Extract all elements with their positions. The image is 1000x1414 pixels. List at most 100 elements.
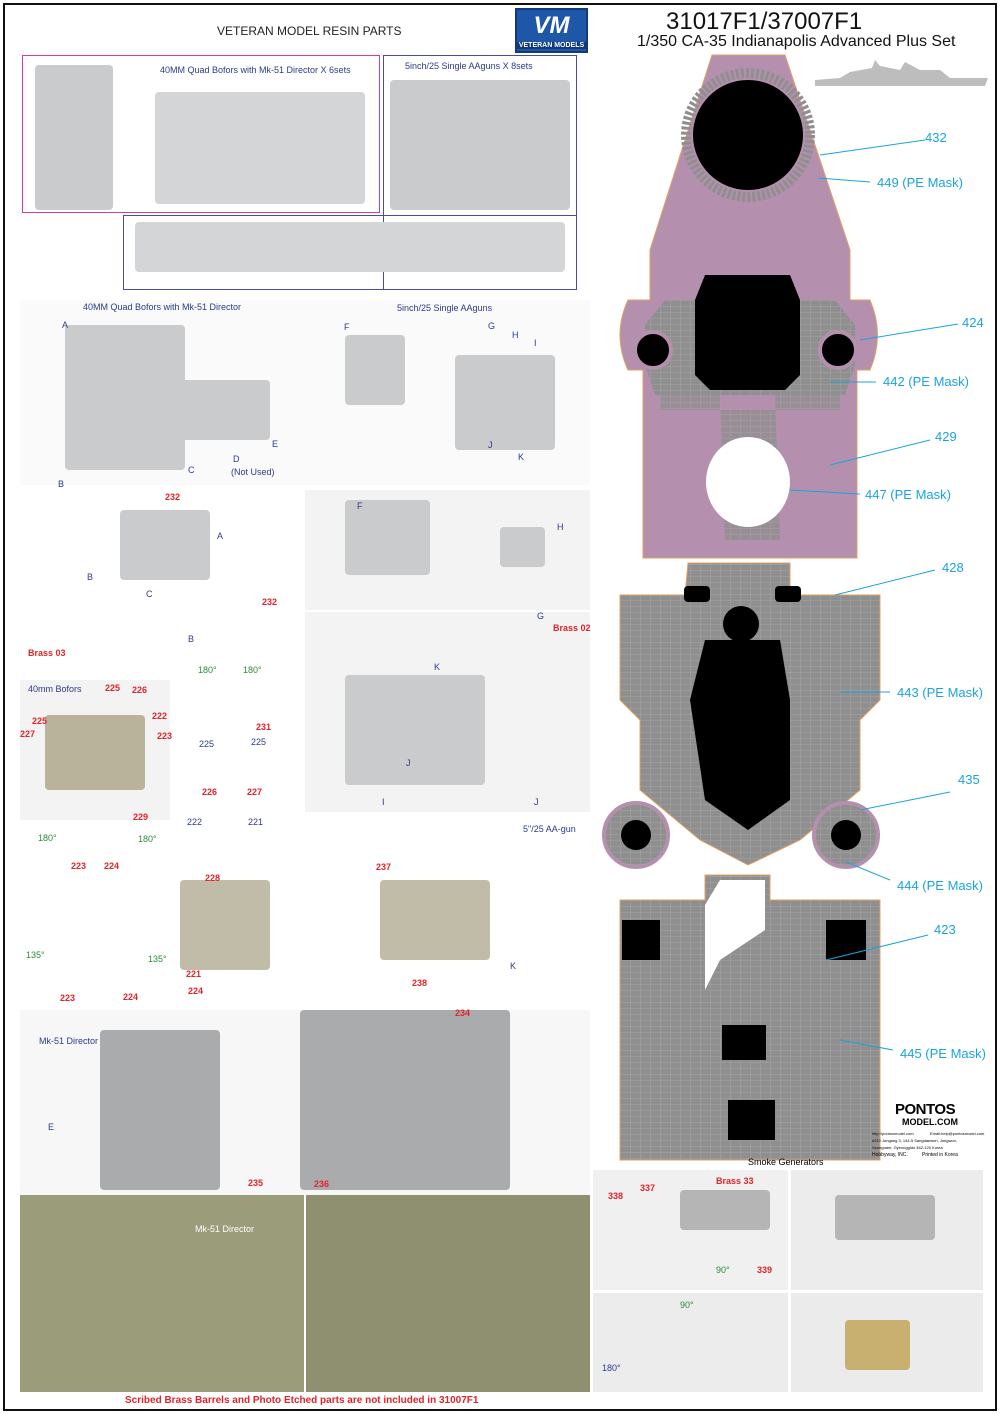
product-name: 1/350 CA-35 Indianapolis Advanced Plus S… [637, 33, 956, 50]
callout-label: 180° [138, 834, 157, 844]
callout-label: 135° [148, 954, 167, 964]
aagun-part-f-photo [345, 335, 405, 405]
resin-bofors-bases-photo [35, 65, 113, 210]
callout-label: 227 [20, 729, 36, 739]
bofors-final-photo [180, 880, 270, 970]
deck-part-423 [619, 874, 881, 1161]
bofors-resin-box [22, 55, 380, 213]
deck-part-label: 424 [962, 315, 984, 330]
aagun-base-photo [455, 355, 555, 450]
callout-label: J [488, 440, 493, 450]
callout-label: B [58, 479, 65, 489]
product-code: 31017F1/37007F1 [666, 8, 863, 35]
aagun-h-photo [500, 527, 545, 567]
deck-part-label: 442 (PE Mask) [883, 374, 969, 389]
callout-label: H [512, 330, 519, 340]
not-used-note: (Not Used) [231, 467, 275, 477]
callout-label: A [62, 320, 69, 330]
callout-label: 228 [205, 873, 221, 883]
callout-label: Brass 33 [716, 1176, 754, 1186]
deck-part-432 [619, 54, 878, 559]
pontos-address2: Seongnam, Gyeonggido 462-120 Korea [872, 1145, 943, 1150]
mk51-set-photo [300, 1010, 510, 1190]
resin-bofors-parts-photo [155, 92, 365, 204]
callout-label: 225 [105, 683, 121, 693]
callout-label: 226 [202, 787, 218, 797]
callout-label: 338 [608, 1191, 624, 1201]
callout-label: C [146, 589, 153, 599]
callout-label: 221 [186, 969, 202, 979]
callout-label: A [217, 531, 224, 541]
callout-label: 225 [32, 716, 48, 726]
deck-part-label: 445 (PE Mask) [900, 1046, 986, 1061]
callout-label: K [518, 452, 525, 462]
callout-label: 180° [243, 665, 262, 675]
smoke-gen-brass-photo [845, 1320, 910, 1370]
callout-label: 180° [38, 833, 57, 843]
callout-label: E [272, 439, 279, 449]
callout-label: 223 [71, 861, 87, 871]
built-model-photo-2 [306, 1195, 590, 1392]
smoke-gen-photo [680, 1190, 770, 1230]
parts-aaguns-title: 5inch/25 Single AAguns [397, 303, 493, 313]
callout-label: J [406, 758, 411, 768]
callout-label: Brass 03 [28, 648, 66, 658]
aagun-f-photo [345, 500, 430, 575]
callout-label: Brass 02 [553, 623, 591, 633]
deck-part-label: 432 [925, 130, 947, 145]
ship-silhouette-icon [815, 60, 988, 86]
callout-label: 223 [157, 731, 173, 741]
smoke-section-title: Smoke Generators [748, 1157, 824, 1167]
bofors-section-title: 40mm Bofors [28, 684, 82, 694]
logo-mark: VM [533, 12, 570, 39]
callout-label: K [510, 961, 517, 971]
deck-part-label: 429 [935, 429, 957, 444]
callout-label: 236 [314, 1179, 330, 1189]
director-part-photo [140, 380, 270, 440]
deck-part-label: 435 [958, 772, 980, 787]
aagun-final-photo [380, 880, 490, 960]
aagun-section-title: 5"/25 AA-gun [523, 824, 576, 834]
callout-label: G [488, 321, 496, 331]
callout-label: 180° [602, 1363, 621, 1373]
callout-label: 135° [26, 950, 45, 960]
mk51-photo [100, 1030, 220, 1190]
bofors-resin-title: 40MM Quad Bofors with Mk-51 Director X 6… [160, 65, 351, 75]
resin-parts-title: VETERAN MODEL RESIN PARTS [217, 24, 402, 38]
callout-label: 227 [247, 787, 263, 797]
callout-label: 224 [188, 986, 204, 996]
callout-label: 232 [165, 492, 181, 502]
pontos-email: Email:help@pontosmodel.com [930, 1131, 985, 1136]
callout-label: C [188, 465, 195, 475]
mk51-photo-caption: Mk-51 Director [195, 1224, 255, 1234]
bofors-mount-photo [120, 510, 210, 580]
pontos-web: http://pontosmodel.com [872, 1131, 914, 1136]
parts-bofors-title: 40MM Quad Bofors with Mk-51 Director [83, 302, 242, 312]
deck-part-label: 449 (PE Mask) [877, 175, 963, 190]
pontos-logo: PONTOS [895, 1101, 956, 1118]
callout-label: B [188, 634, 195, 644]
callout-label: 224 [104, 861, 120, 871]
pontos-printed: Printed in Korea [922, 1152, 958, 1158]
deck-part-label: 444 (PE Mask) [897, 878, 983, 893]
aaguns-resin-box-lower [123, 215, 577, 290]
deck-part-label: 447 (PE Mask) [865, 487, 951, 502]
logo-text: VETERAN MODELS [517, 42, 586, 49]
callout-label: I [534, 338, 537, 348]
smoke-step3 [593, 1293, 788, 1392]
callout-label: 339 [757, 1265, 773, 1275]
callout-label: 226 [132, 685, 148, 695]
callout-label: 337 [640, 1183, 656, 1193]
callout-label: I [382, 797, 385, 807]
aaguns-resin-title: 5inch/25 Single AAguns X 8sets [405, 61, 533, 71]
resin-aagun-bases-photo [135, 222, 565, 272]
callout-label: 222 [152, 711, 168, 721]
callout-label: K [434, 662, 441, 672]
mk51-section-title: Mk-51 Director [39, 1036, 99, 1046]
callout-label: F [344, 322, 350, 332]
pontos-address1: #910 Jungang 3, 144-5 Sangdaewon, Jungwo… [872, 1138, 957, 1143]
callout-label: 222 [187, 817, 203, 827]
callout-label: 238 [412, 978, 428, 988]
deck-part-428 [602, 562, 881, 869]
